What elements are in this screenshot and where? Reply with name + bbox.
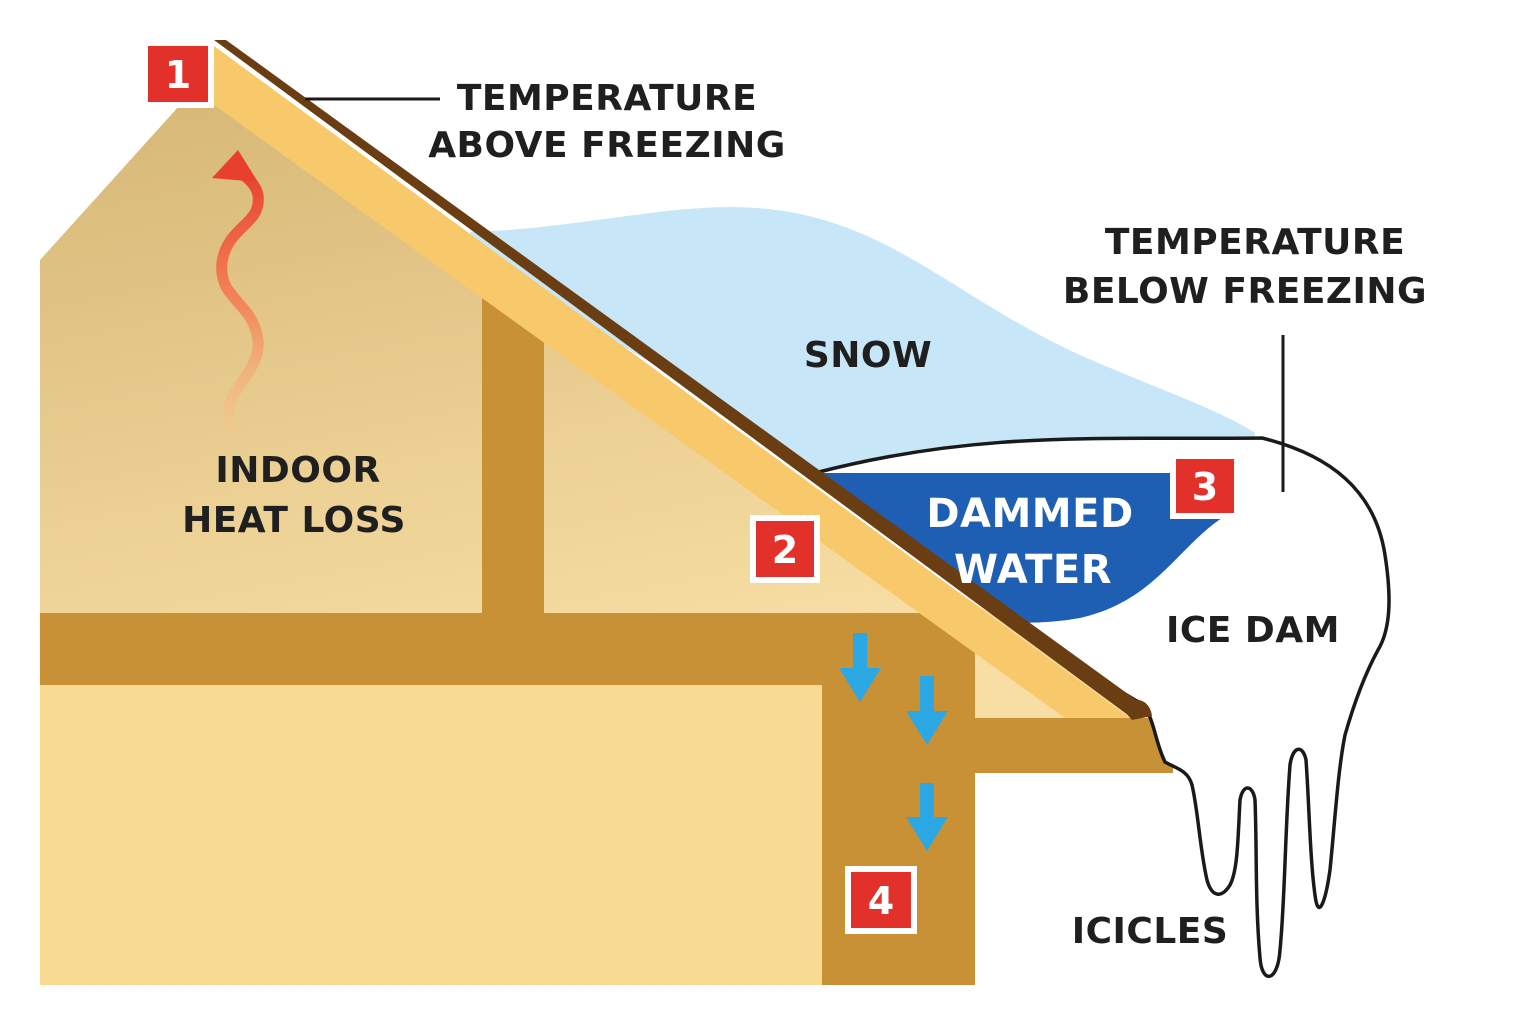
label-dammed-water-2: WATER [954, 547, 1112, 593]
snow-layer [470, 207, 1255, 474]
label-temp-above-freezing-2: ABOVE FREEZING [428, 125, 786, 166]
svg-text:2: 2 [772, 528, 798, 572]
badge-4: 4 [845, 866, 917, 934]
label-temp-below-freezing-1: TEMPERATURE [1105, 222, 1405, 263]
roof-eave-drip [1120, 699, 1152, 720]
svg-text:1: 1 [165, 53, 191, 97]
label-indoor-heat-1: INDOOR [215, 450, 380, 491]
water-leak-arrow-icon [839, 633, 948, 851]
roof-board [214, 46, 1130, 718]
svg-text:3: 3 [1192, 465, 1218, 509]
heat-loss-arrow-icon [212, 150, 264, 434]
label-temp-below-freezing-2: BELOW FREEZING [1063, 271, 1427, 312]
svg-text:4: 4 [868, 879, 894, 923]
label-temp-above-freezing-1: TEMPERATURE [457, 78, 757, 119]
label-dammed-water-1: DAMMED [926, 491, 1133, 537]
lower-wall [40, 665, 975, 985]
soffit-beam [973, 718, 1173, 773]
label-icicles: ICICLES [1072, 911, 1229, 952]
ceiling-beam [40, 613, 975, 685]
attic-post [482, 295, 544, 615]
label-indoor-heat-2: HEAT LOSS [182, 500, 406, 541]
label-snow: SNOW [804, 335, 932, 376]
badge-2: 2 [750, 515, 820, 583]
badge-1: 1 [142, 40, 214, 108]
badge-3: 3 [1170, 453, 1240, 519]
roof-shingle [214, 40, 1150, 718]
dammed-water [815, 473, 1232, 623]
label-ice-dam: ICE DAM [1166, 610, 1340, 651]
